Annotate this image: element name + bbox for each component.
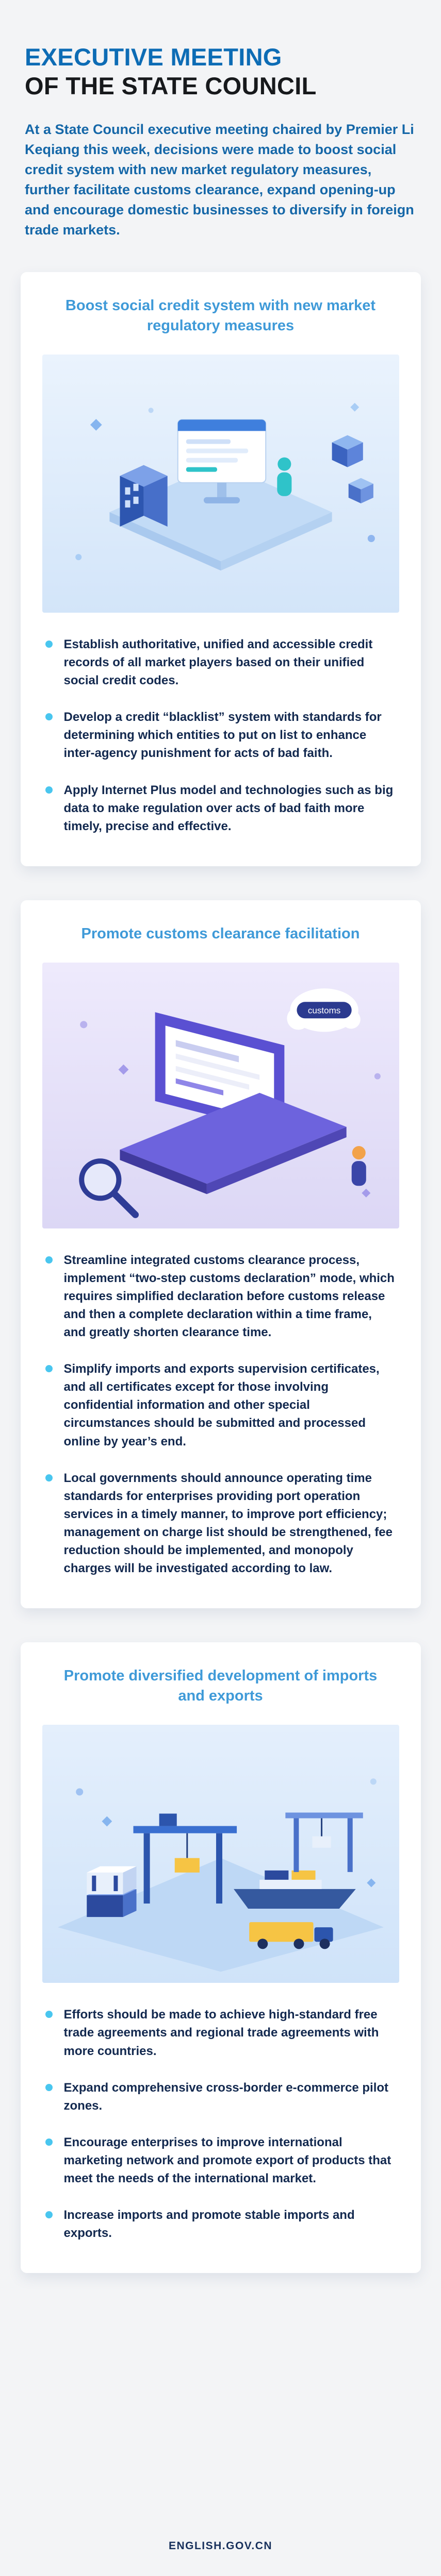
cube-icon [332, 435, 363, 467]
list-item: Local governments should announce operat… [44, 1469, 397, 1577]
truck-icon [249, 1922, 333, 1949]
dot-deco-icon [75, 1788, 83, 1796]
bullet-dot-icon [45, 1256, 53, 1264]
dot-deco-icon-2 [374, 1073, 381, 1080]
footer-site-name: ENGLISH.GOV.CN [168, 2540, 273, 2552]
bullet-list: Establish authoritative, unified and acc… [42, 635, 399, 835]
bullet-dot-icon [45, 1474, 53, 1481]
card-imports-exports: Promote diversified development of impor… [20, 1642, 421, 2273]
bullet-text: Increase imports and promote stable impo… [63, 2208, 355, 2240]
list-item: Efforts should be made to achieve high-s… [44, 2006, 397, 2060]
list-item: Increase imports and promote stable impo… [44, 2206, 397, 2242]
container-stack-icon [86, 1866, 137, 1917]
list-item: Expand comprehensive cross-border e-comm… [44, 2079, 397, 2115]
bullet-text: Streamline integrated customs clearance … [63, 1253, 395, 1340]
diamond-deco-icon-2 [366, 1878, 375, 1888]
bullet-text: Expand comprehensive cross-border e-comm… [63, 2080, 389, 2113]
bullet-dot-icon [45, 2083, 53, 2091]
customs-badge-label: customs [307, 1005, 340, 1015]
cards-container: Boost social credit system with new mark… [0, 272, 441, 2273]
list-item: Streamline integrated customs clearance … [44, 1251, 397, 1341]
list-item: Apply Internet Plus model and technologi… [44, 781, 397, 835]
page-title: EXECUTIVE MEETING OF THE STATE COUNCIL [25, 43, 416, 100]
illustration-port-trade [42, 1725, 399, 1983]
title-line-1: EXECUTIVE MEETING [25, 43, 282, 71]
building-icon [119, 465, 168, 527]
page-footer: ENGLISH.GOV.CN [0, 2524, 441, 2576]
bullet-text: Encourage enterprises to improve interna… [63, 2135, 391, 2185]
list-item: Establish authoritative, unified and acc… [44, 635, 397, 689]
card-heading: Promote customs clearance facilitation [81, 925, 360, 942]
title-line-2: OF THE STATE COUNCIL [25, 72, 317, 99]
person-icon [351, 1146, 366, 1186]
crane-icon-2 [285, 1812, 363, 1872]
bullet-dot-icon [45, 786, 53, 794]
magnifier-icon [78, 1158, 139, 1218]
list-item: Encourage enterprises to improve interna… [44, 2133, 397, 2187]
bullet-text: Apply Internet Plus model and technologi… [63, 783, 394, 833]
dot-deco-icon [79, 1021, 87, 1029]
person-icon [276, 457, 291, 496]
dot-deco-icon-2 [370, 1778, 377, 1785]
bullet-dot-icon [45, 641, 53, 648]
bullet-text: Local governments should announce operat… [63, 1471, 393, 1575]
customs-badge: customs [286, 988, 361, 1032]
dot-deco-icon-3 [148, 408, 154, 413]
diamond-deco-icon-2 [350, 402, 359, 412]
bullet-text: Efforts should be made to achieve high-s… [63, 2008, 379, 2058]
bullet-dot-icon [45, 2011, 53, 2018]
bullet-dot-icon [45, 1365, 53, 1373]
crane-icon [133, 1813, 237, 1904]
monitor-icon [177, 419, 266, 503]
card-heading: Promote diversified development of impor… [63, 1667, 378, 1704]
list-item: Develop a credit “blacklist” system with… [44, 708, 397, 762]
dot-deco-icon [75, 553, 81, 561]
bullet-dot-icon [45, 2211, 53, 2218]
illustration-customs-laptop: customs [42, 962, 399, 1229]
intro-paragraph: At a State Council executive meeting cha… [25, 122, 414, 238]
card-social-credit: Boost social credit system with new mark… [20, 272, 421, 866]
bullet-text: Simplify imports and exports supervision… [63, 1362, 380, 1449]
ship-icon [233, 1870, 356, 1909]
dot-deco-icon-2 [367, 534, 375, 542]
card-heading: Boost social credit system with new mark… [65, 297, 376, 334]
laptop-icon [119, 1012, 347, 1194]
bullet-text: Develop a credit “blacklist” system with… [63, 710, 382, 761]
card-customs-clearance: Promote customs clearance facilitation [20, 900, 421, 1608]
illustration-social-credit [42, 354, 399, 613]
bullet-dot-icon [45, 2138, 53, 2146]
bullet-text: Establish authoritative, unified and acc… [63, 637, 373, 688]
bullet-dot-icon [45, 713, 53, 721]
list-item: Simplify imports and exports supervision… [44, 1360, 397, 1450]
bullet-list: Efforts should be made to achieve high-s… [42, 2006, 399, 2242]
page-header: EXECUTIVE MEETING OF THE STATE COUNCIL A… [0, 0, 441, 240]
bullet-list: Streamline integrated customs clearance … [42, 1251, 399, 1577]
